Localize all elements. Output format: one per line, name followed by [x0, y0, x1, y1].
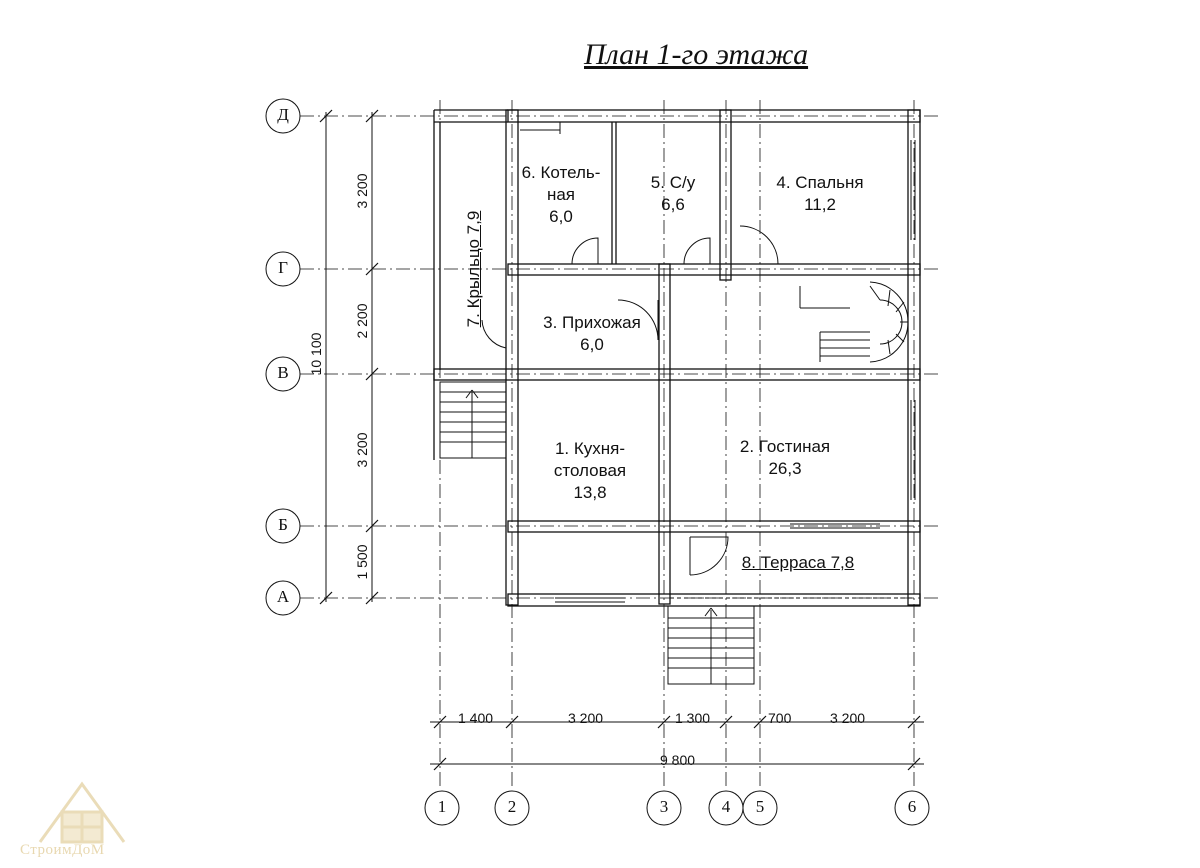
room-8-name: 8. Терраса 7,8	[741, 553, 855, 572]
porch-stairs-left	[439, 381, 507, 459]
hdim-3: 1 300	[675, 710, 711, 726]
room-4-area: 11,2	[804, 195, 836, 214]
row-axis-bubbles	[265, 98, 301, 616]
room-1-name-line1: 1. Кухня-	[554, 439, 626, 458]
room-2-name: 2. Гостиная	[739, 437, 831, 456]
vdim-1: 3 200	[354, 173, 370, 209]
axis-row-b: Б	[278, 515, 288, 534]
room-5-label: 5. С/у 6,6	[628, 172, 718, 216]
col-axis-bubbles	[424, 790, 930, 826]
vertical-dimension-lines	[319, 109, 379, 605]
axis-row-g: Г	[278, 258, 288, 277]
hdim-5: 3 200	[830, 710, 866, 726]
room-7-name: 7. Крыльцо 7,9	[464, 210, 483, 328]
room-3-label: 3. Прихожая 6,0	[524, 312, 660, 356]
vdim-4: 1 500	[354, 544, 370, 580]
vdim-total: 10 100	[308, 332, 324, 376]
vdim-2: 2 200	[354, 303, 370, 339]
horizontal-dimension-lines	[430, 715, 924, 771]
hdim-4: 700	[768, 710, 792, 726]
room-4-label: 4. Спальня 11,2	[760, 172, 880, 216]
room-2-label: 2. Гостиная 26,3	[720, 436, 850, 480]
axis-col-1: 1	[437, 797, 447, 816]
room-6-name-line2: ная	[546, 185, 576, 204]
door-swings	[481, 225, 779, 576]
hdim-total: 9 800	[660, 752, 696, 768]
axis-col-6: 6	[907, 797, 917, 816]
room-6-label: 6. Котель- ная 6,0	[512, 162, 610, 228]
room-5-area: 6,6	[661, 195, 685, 214]
axis-col-4: 4	[721, 797, 731, 816]
entrance-stairs-bottom	[667, 605, 755, 685]
axis-row-d: Д	[277, 105, 289, 124]
room-4-name: 4. Спальня	[776, 173, 864, 192]
room-1-name-line2: столовая	[553, 461, 627, 480]
windows	[520, 122, 916, 603]
room-3-name: 3. Прихожая	[543, 313, 641, 332]
room-6-name-line1: 6. Котель-	[521, 163, 601, 182]
axis-row-a: А	[276, 587, 290, 606]
vdim-3: 3 200	[354, 432, 370, 468]
room-3-area: 6,0	[580, 335, 604, 354]
room-8-label: 8. Терраса 7,8	[728, 552, 868, 574]
axis-col-2: 2	[507, 797, 517, 816]
axis-col-5: 5	[755, 797, 765, 816]
room-6-area: 6,0	[549, 207, 573, 226]
room-1-label: 1. Кухня- столовая 13,8	[530, 438, 650, 504]
axis-row-v: В	[277, 363, 289, 382]
axis-col-3: 3	[659, 797, 669, 816]
room-7-label: 7. Крыльцо 7,9	[463, 189, 485, 349]
walls	[433, 109, 921, 607]
plan-title: План 1-го этажа	[584, 38, 809, 71]
hdim-2: 3 200	[568, 710, 604, 726]
company-logo	[38, 781, 126, 844]
logo-text: СтроимДоМ	[20, 842, 105, 858]
spiral-stair	[799, 281, 909, 363]
hdim-1: 1 400	[458, 710, 494, 726]
room-5-name: 5. С/у	[650, 173, 696, 192]
room-1-area: 13,8	[573, 483, 607, 502]
room-2-area: 26,3	[768, 459, 802, 478]
